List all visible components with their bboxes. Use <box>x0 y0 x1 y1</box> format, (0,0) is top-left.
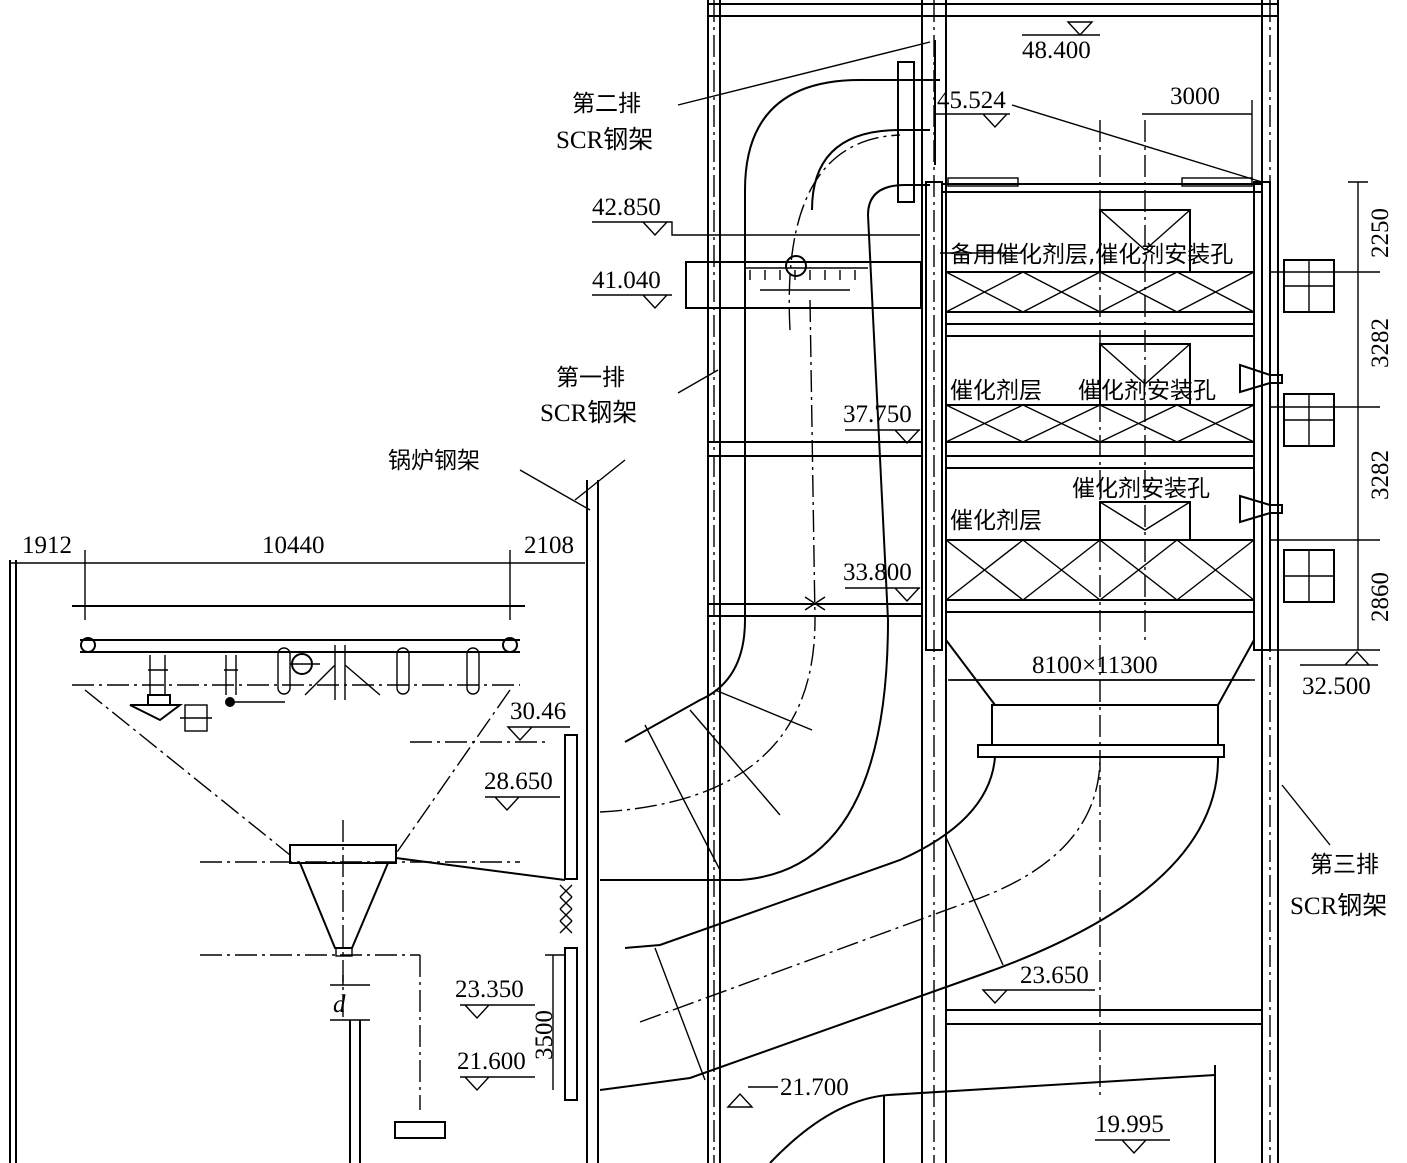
elevation-28650: 28.650 <box>484 768 553 795</box>
label-install-hole-mid: 催化剂安装孔 <box>1078 378 1216 404</box>
elevation-33800: 33.800 <box>843 559 912 586</box>
outlet-ducts <box>559 619 1220 1163</box>
label-second-row-scr: SCR钢架 <box>556 126 653 154</box>
label-catalyst-layer-low: 催化剂层 <box>950 508 1042 534</box>
elevation-42850: 42.850 <box>592 194 661 221</box>
upper-duct <box>685 40 940 621</box>
elevation-23350: 23.350 <box>455 976 524 1003</box>
label-boiler-frame: 锅炉钢架 <box>388 448 480 474</box>
label-first-row: 第一排 <box>556 365 625 391</box>
leader-lines <box>519 41 1331 1088</box>
elevation-41040: 41.040 <box>592 267 661 294</box>
label-second-row: 第二排 <box>572 91 641 117</box>
dimension-lines <box>10 100 1380 1090</box>
dimension-2108: 2108 <box>524 532 574 559</box>
elevation-23650: 23.650 <box>1020 962 1089 989</box>
elevation-21600: 21.600 <box>457 1048 526 1075</box>
elevation-30460: 30.46 <box>510 698 566 725</box>
dimension-3000: 3000 <box>1170 83 1220 110</box>
dimension-labels: 3000 2250 3282 3282 2860 1912 10440 2108… <box>22 83 1394 1060</box>
dimension-2860: 2860 <box>1367 572 1394 622</box>
label-symbol-d: d <box>333 991 346 1018</box>
label-third-row-scr: SCR钢架 <box>1290 892 1387 920</box>
dimension-2250: 2250 <box>1367 208 1394 258</box>
elevation-21700: 21.700 <box>780 1074 849 1101</box>
elevation-32500: 32.500 <box>1302 673 1371 700</box>
dimension-3282-lower: 3282 <box>1367 450 1394 500</box>
scr-frame-columns <box>9 0 1279 1163</box>
label-catalyst-layer-mid: 催化剂层 <box>950 378 1042 404</box>
elevation-48400: 48.400 <box>1022 37 1091 64</box>
label-third-row: 第三排 <box>1310 852 1379 878</box>
dimension-1912: 1912 <box>22 532 72 559</box>
dimension-10440: 10440 <box>262 532 325 559</box>
reactor-side-nozzles <box>1239 259 1335 603</box>
annotation-labels: 第二排 SCR钢架 第一排 SCR钢架 锅炉钢架 第三排 SCR钢架 备用催化剂… <box>333 91 1387 1018</box>
elevation-labels: 48.400 45.524 42.850 41.040 37.750 33.80… <box>455 37 1371 1138</box>
label-spare-catalyst-layer: 备用催化剂层,催化剂安装孔 <box>950 242 1233 268</box>
label-first-row-scr: SCR钢架 <box>540 399 637 427</box>
ash-hopper <box>72 605 566 1163</box>
scr-reactor <box>925 120 1271 1100</box>
elevation-37750: 37.750 <box>843 401 912 428</box>
elevation-19995: 19.995 <box>1095 1111 1164 1138</box>
elevation-45524: 45.524 <box>937 87 1006 114</box>
dimension-3282-upper: 3282 <box>1367 318 1394 368</box>
label-reactor-size: 8100×11300 <box>1032 652 1158 679</box>
dimension-3500: 3500 <box>531 1010 558 1060</box>
elevation-markers <box>460 21 1378 1155</box>
label-install-hole-low: 催化剂安装孔 <box>1072 476 1210 502</box>
